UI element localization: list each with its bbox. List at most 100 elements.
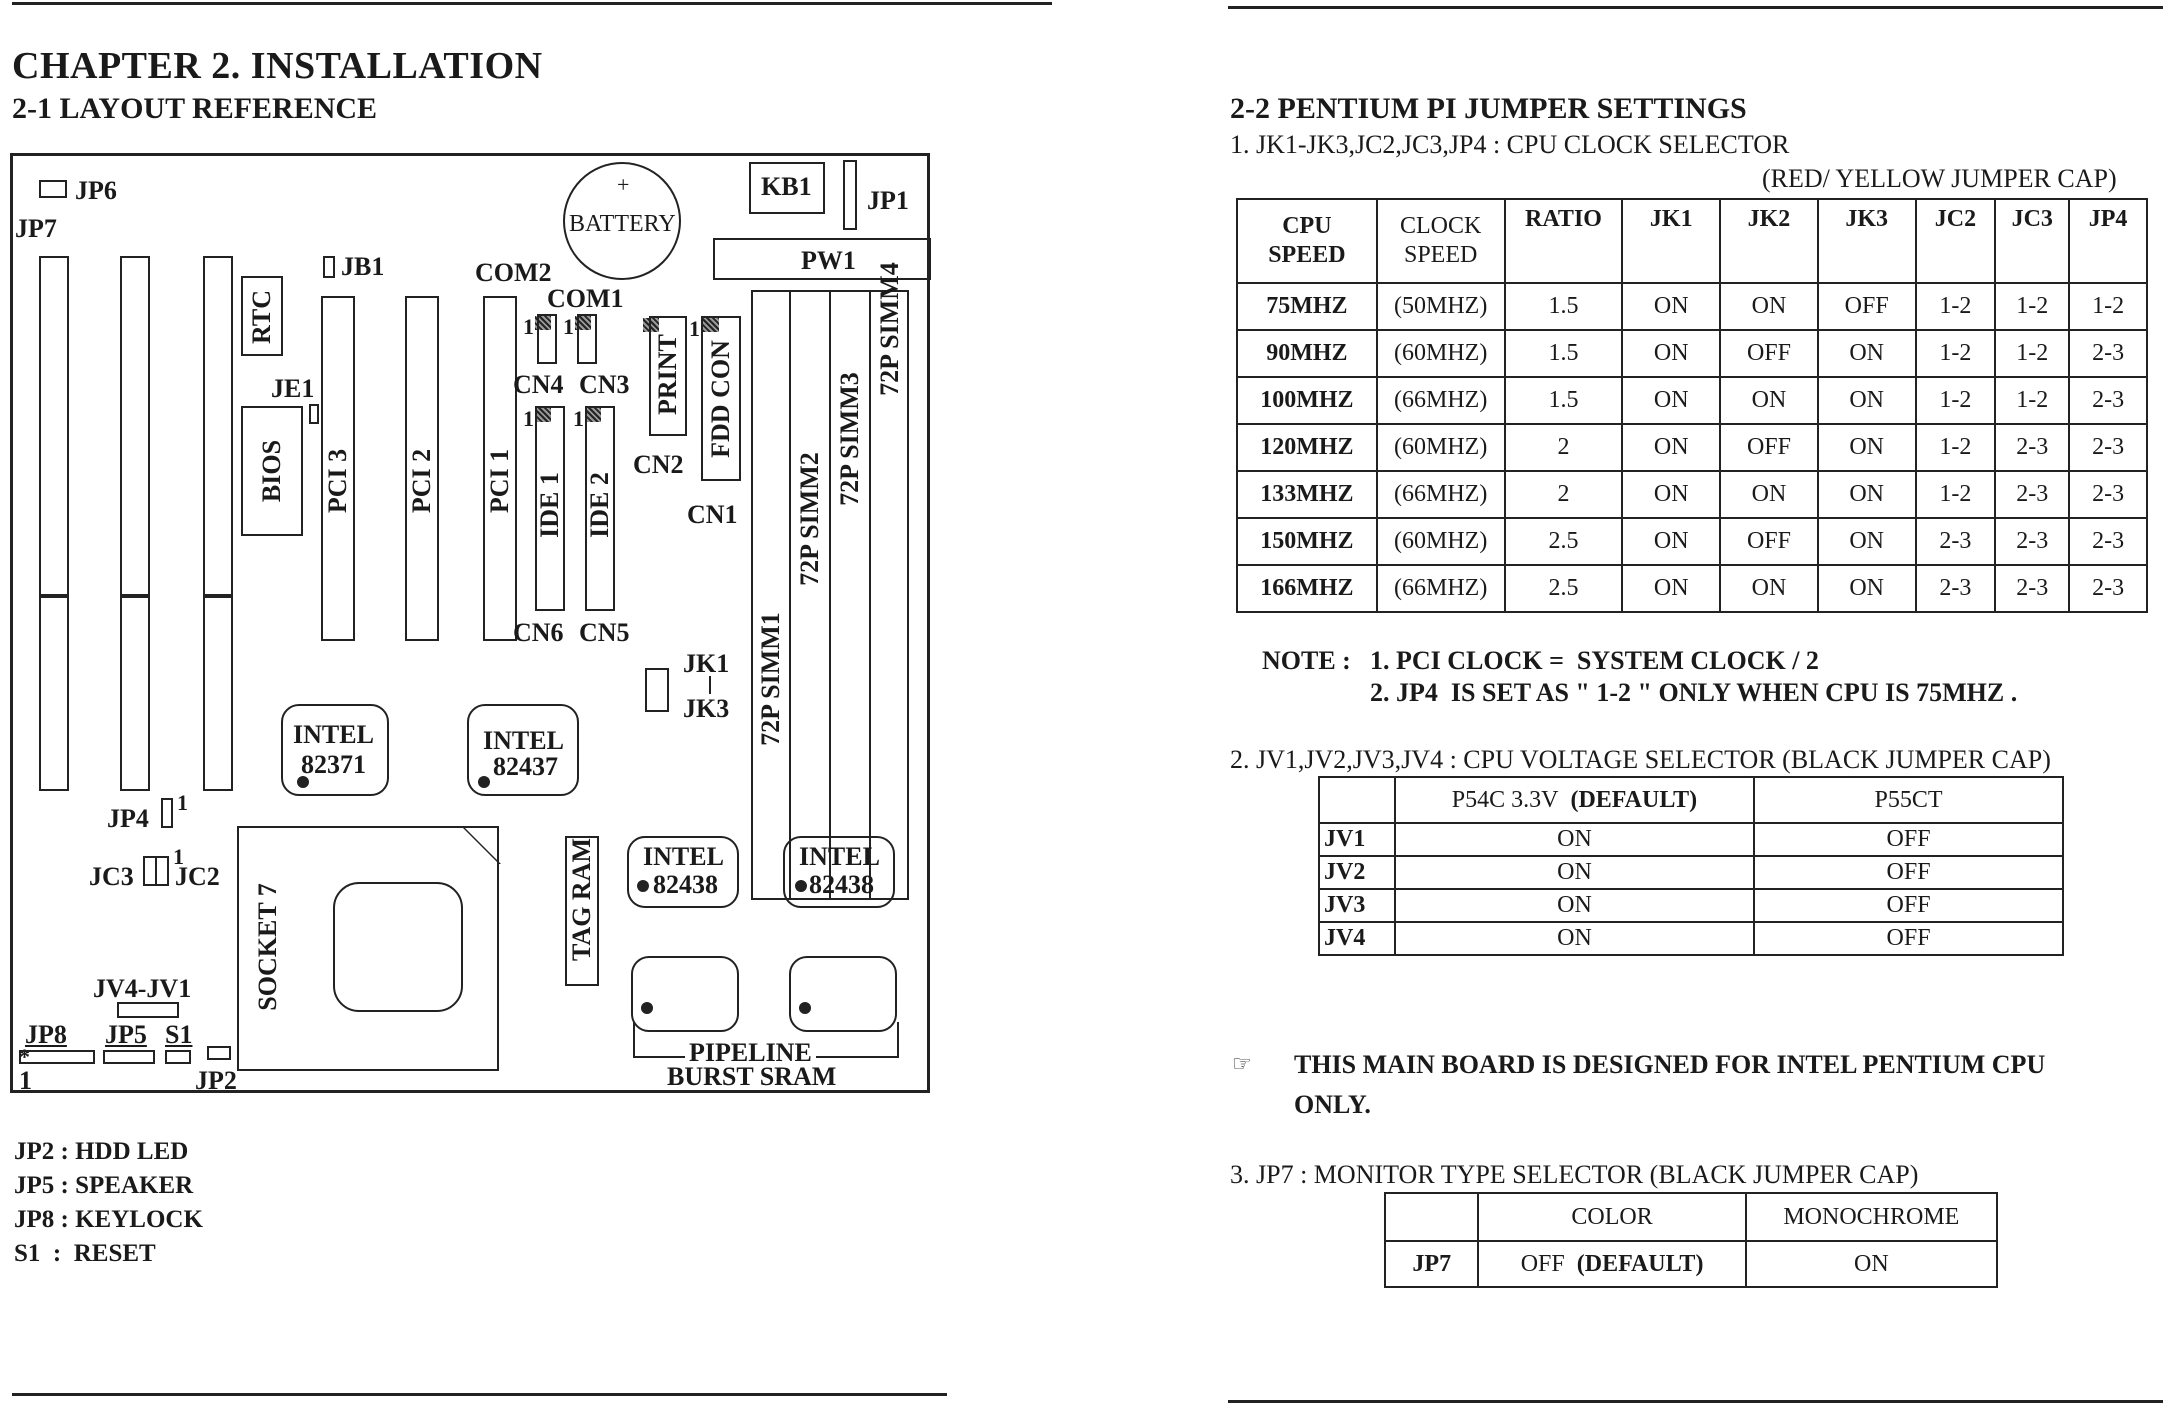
- col-header-clock-speed: CLOCK SPEED: [1375, 198, 1506, 284]
- tag-ram-chip: [565, 836, 599, 986]
- col-header-clock-speed-text: CLOCK SPEED: [1400, 213, 1482, 268]
- ide1-label: IDE 1: [535, 472, 564, 538]
- clock-cell-jc3: 2-3: [1994, 517, 2071, 566]
- connector-legend: JP2 : HDD LED JP5 : SPEAKER JP8 : KEYLOC…: [14, 1138, 203, 1274]
- isa-slot-3-ext: [203, 596, 233, 791]
- jp4-label: JP4: [107, 804, 149, 833]
- clock-cell-ratio: 1.5: [1503, 282, 1624, 331]
- ide1-pin1-label: 1: [523, 406, 534, 431]
- jp8-header: [19, 1050, 95, 1064]
- ide2-pin1-label: 1: [573, 406, 584, 431]
- sram-chip-a: [631, 956, 739, 1032]
- intel-82438-a-line2: 82438: [653, 870, 718, 899]
- design-note-line1: THIS MAIN BOARD IS DESIGNED FOR INTEL PE…: [1294, 1050, 2046, 1079]
- jp1-label: JP1: [867, 186, 909, 215]
- right-bottom-rule: [1228, 1400, 2163, 1403]
- section-title-layout: 2-1 LAYOUT REFERENCE: [12, 92, 378, 125]
- clock-cell-ratio: 2: [1503, 423, 1624, 472]
- clock-cell-jp4: 2-3: [2068, 376, 2148, 425]
- clock-cell-jk3: ON: [1816, 517, 1917, 566]
- col-header-jk2: JK2: [1719, 198, 1819, 284]
- clock-cell-cpu-speed: 166MHZ: [1236, 564, 1378, 613]
- pci2-slot: [405, 296, 439, 641]
- clock-cell-jk1: ON: [1621, 282, 1722, 331]
- battery-plus-sign: +: [617, 172, 630, 197]
- voltage-table-header-row: P54C 3.3V (DEFAULT) P55CT: [1318, 776, 2064, 824]
- clock-cell-jc3: 1-2: [1994, 282, 2071, 331]
- monitor-row-color: OFF (DEFAULT): [1477, 1240, 1747, 1288]
- legend-jp2: JP2 : HDD LED: [14, 1138, 189, 1165]
- pipeline-label: PIPELINE: [685, 1040, 816, 1066]
- pw1-connector: [713, 238, 931, 280]
- monitor-selector-heading: 3. JP7 : MONITOR TYPE SELECTOR (BLACK JU…: [1230, 1160, 1919, 1189]
- intel-82438-chip-b: [783, 836, 895, 908]
- socket7: [237, 826, 499, 1071]
- clock-cell-jk3: ON: [1816, 423, 1917, 472]
- jc2-label: JC2: [175, 862, 220, 891]
- voltage-cell-label: JV4: [1318, 921, 1396, 956]
- intel-82371-pin-dot: [297, 776, 309, 788]
- clock-cell-jp4: 2-3: [2068, 564, 2148, 613]
- clock-cell-clock-speed: (66MHZ): [1375, 470, 1506, 519]
- section-title-jumpers: 2-2 PENTIUM PI JUMPER SETTINGS: [1230, 92, 1747, 125]
- s1-header: [165, 1050, 191, 1064]
- jb1-label: JB1: [341, 252, 385, 281]
- print-connector: [649, 316, 687, 436]
- print-label: PRINT: [653, 334, 682, 415]
- clock-cell-jk2: OFF: [1719, 423, 1819, 472]
- cpu-clock-table: CPU SPEED CLOCK SPEED RATIO JK1 JK2 JK3 …: [1236, 198, 2148, 613]
- clock-cell-ratio: 2: [1503, 470, 1624, 519]
- jv4-jv1-label: JV4-JV1: [93, 974, 192, 1003]
- pointing-hand-icon: ☞: [1232, 1052, 1252, 1077]
- je1-label: JE1: [271, 374, 315, 403]
- sram-chip-a-pin-dot: [641, 1002, 653, 1014]
- pci3-label: PCI 3: [323, 448, 352, 514]
- clock-cell-jk3: ON: [1816, 470, 1917, 519]
- right-top-rule: [1228, 6, 2163, 9]
- fdd-label: FDD CON: [706, 340, 735, 458]
- clock-cell-jk1: ON: [1621, 470, 1722, 519]
- kb1-label: KB1: [761, 172, 812, 201]
- clock-note-1: 1. PCI CLOCK = SYSTEM CLOCK / 2: [1370, 646, 1819, 675]
- clock-cell-jk3: ON: [1816, 564, 1917, 613]
- clock-cell-ratio: 1.5: [1503, 329, 1624, 378]
- clock-cell-jk2: OFF: [1719, 329, 1819, 378]
- clock-cell-jc2: 1-2: [1914, 329, 1997, 378]
- clock-cell-jk2: ON: [1719, 376, 1819, 425]
- s1-label: S1: [165, 1020, 193, 1049]
- voltage-header-p55ct: P55CT: [1753, 776, 2064, 824]
- fdd-pin1-label: 1: [689, 316, 700, 341]
- voltage-cell-p54c: ON: [1393, 921, 1756, 956]
- intel-82437-line2: 82437: [493, 752, 558, 781]
- clock-cell-jc3: 1-2: [1994, 329, 2071, 378]
- intel-82438-chip-a: [627, 836, 739, 908]
- intel-82438-b-line2: 82438: [809, 870, 874, 899]
- clock-cell-cpu-speed: 90MHZ: [1236, 329, 1378, 378]
- clock-table-header-row: CPU SPEED CLOCK SPEED RATIO JK1 JK2 JK3 …: [1236, 198, 2148, 284]
- clock-note-2: 2. JP4 IS SET AS " 1-2 " ONLY WHEN CPU I…: [1370, 678, 2018, 707]
- jc3-label: JC3: [89, 862, 134, 891]
- jp7-label: JP7: [15, 214, 57, 243]
- jb1-jumper: [323, 256, 335, 278]
- clock-cell-jk1: ON: [1621, 329, 1722, 378]
- jp4-pin1-label: 1: [177, 790, 188, 815]
- col-header-jk3: JK3: [1816, 198, 1917, 284]
- battery: [563, 162, 681, 280]
- fdd-pin1-marker: [703, 318, 719, 332]
- cn4-label: CN4: [513, 370, 564, 399]
- clock-cell-jc3: 2-3: [1994, 470, 2071, 519]
- clock-cell-jc2: 2-3: [1914, 564, 1997, 613]
- clock-cell-jk1: ON: [1621, 517, 1722, 566]
- clock-cap-note: (RED/ YELLOW JUMPER CAP): [1762, 164, 2117, 193]
- jk1-label: JK1: [683, 649, 730, 678]
- cn4-pin1-marker: [535, 316, 551, 330]
- jp2-label: JP2: [195, 1066, 237, 1095]
- voltage-cell-p55ct: OFF: [1753, 921, 2064, 956]
